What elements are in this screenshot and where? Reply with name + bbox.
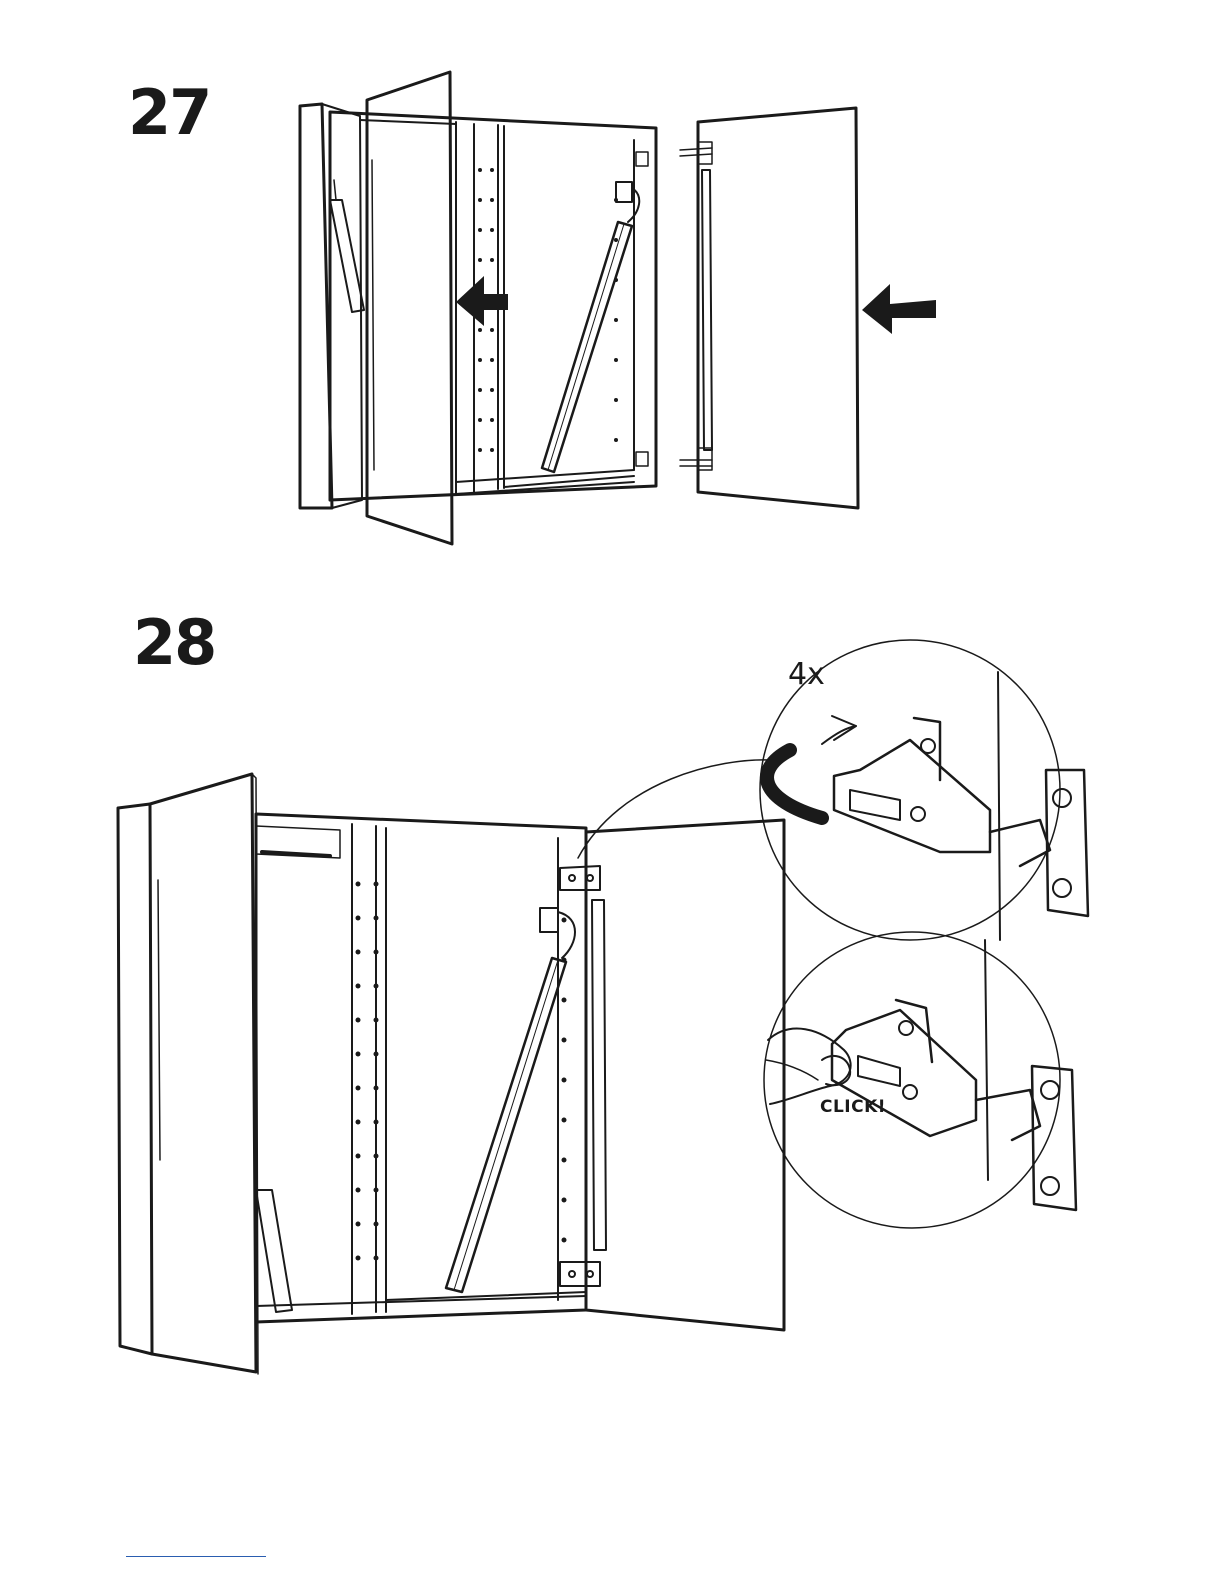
hinge-icon <box>832 1000 1076 1210</box>
step-27-illustration <box>300 72 936 544</box>
rotate-arrow-icon <box>767 716 856 818</box>
left-door-27 <box>300 72 452 544</box>
hand-icon <box>766 1029 851 1104</box>
detail-circle-1 <box>760 640 1088 1180</box>
push-arrow-icon <box>456 276 508 326</box>
peg-holes-28 <box>356 882 567 1261</box>
left-door-28 <box>118 774 258 1374</box>
push-arrow-icon <box>862 284 936 334</box>
right-door-27 <box>680 108 858 508</box>
hinge-icon <box>834 718 1088 916</box>
detail-leader-line <box>578 760 770 858</box>
cabinet-frame-28 <box>256 814 586 1322</box>
footer-rule <box>126 1556 266 1557</box>
right-door-28 <box>560 820 784 1330</box>
detail-circle-2 <box>764 932 1076 1228</box>
led-light-bar-27 <box>542 182 639 472</box>
step-28-illustration <box>118 640 1088 1374</box>
led-light-bar-28 <box>256 908 575 1312</box>
